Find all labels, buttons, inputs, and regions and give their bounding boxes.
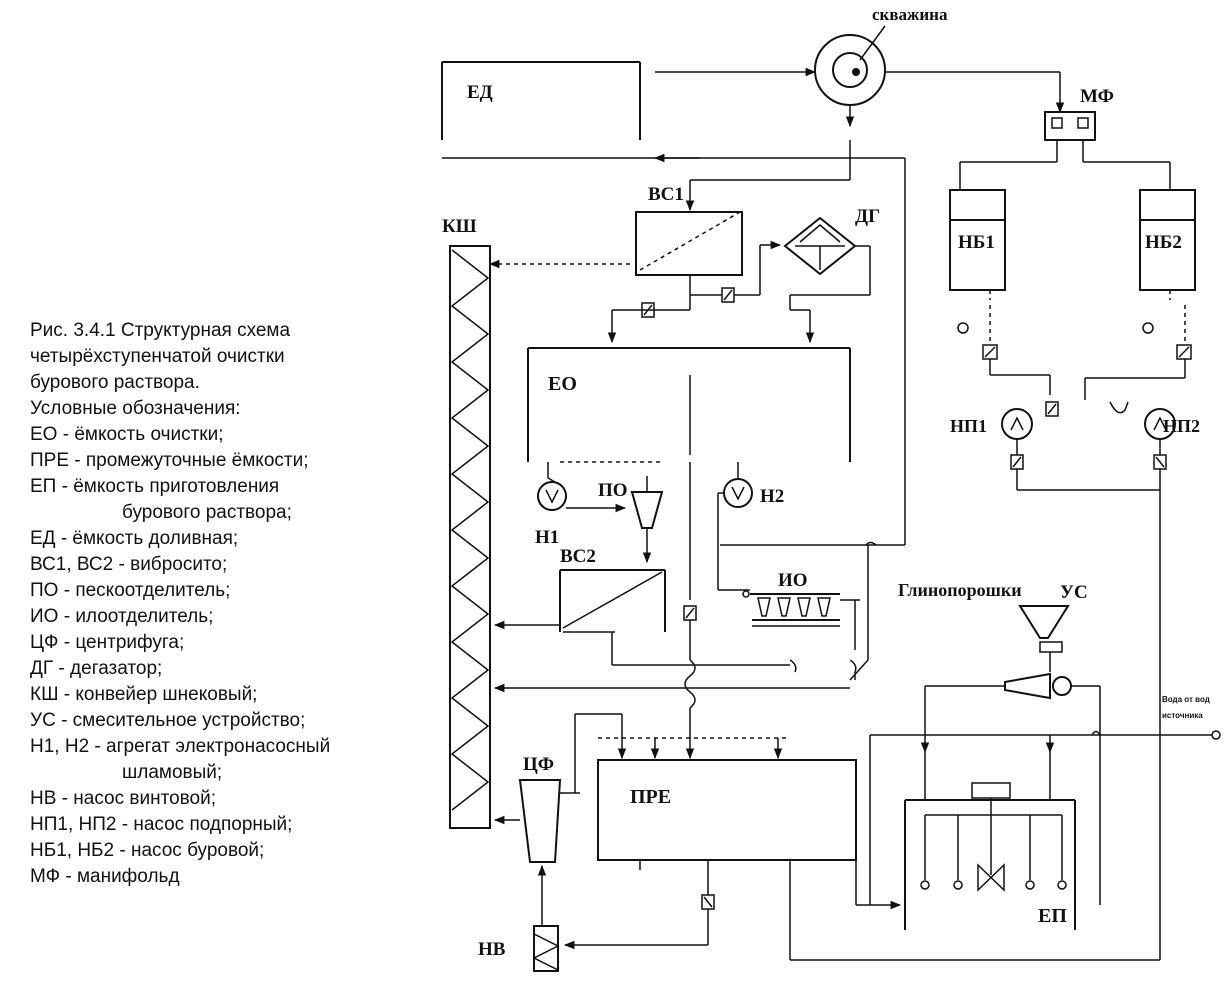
n1-label: Н1 xyxy=(535,527,559,548)
centrifuge xyxy=(518,779,562,863)
vibro-screen-vs2 xyxy=(559,569,666,633)
np1-label: НП1 xyxy=(950,416,987,436)
legend-item: НБ1, НБ2 - насос буровой; xyxy=(30,840,265,861)
legend-item: КШ - конвейер шнековый; xyxy=(30,684,258,705)
caption-line: бурового раствора. xyxy=(30,372,200,393)
mud-pump-nb2 xyxy=(1139,189,1196,291)
sand-separator xyxy=(630,476,664,529)
screw-conveyor xyxy=(449,245,491,829)
io-label: ИО xyxy=(778,570,808,591)
legend: Рис. 3.4.1 Структурная схема четырёхступе… xyxy=(30,318,430,890)
us-label: УС xyxy=(1060,582,1088,603)
legend-item: ПО - пескоотделитель; xyxy=(30,580,231,601)
vs2-label: ВС2 xyxy=(560,546,596,567)
manifold xyxy=(1044,111,1096,141)
desilter xyxy=(750,593,840,627)
clay-label: Глинопорошки xyxy=(898,580,1022,600)
legend-item: шламовый; xyxy=(122,762,223,783)
gauge-icon xyxy=(1142,322,1154,334)
check-valve-icon xyxy=(1109,401,1129,414)
legend-item: ЕП - ёмкость приготовления xyxy=(30,476,280,497)
legend-item: ЕД - ёмкость доливная; xyxy=(30,528,239,549)
dg-label: ДГ xyxy=(855,206,880,227)
legend-item: МФ - манифольд xyxy=(30,866,180,887)
eo-label: ЕО xyxy=(548,373,577,395)
vibro-screen-vs1 xyxy=(635,211,743,276)
legend-item: ИО - илоотделитель; xyxy=(30,606,214,627)
valve-icon xyxy=(1176,344,1192,360)
ed-tank xyxy=(441,61,641,140)
pre-label: ПРЕ xyxy=(630,786,671,808)
legend-item: НВ - насос винтовой; xyxy=(30,788,216,809)
caption-line: Рис. 3.4.1 Структурная схема xyxy=(30,320,291,341)
slurry-pump-n2 xyxy=(723,478,753,508)
well-symbol xyxy=(814,25,886,106)
np2-label: НП2 xyxy=(1163,416,1200,436)
slurry-pump-n1 xyxy=(537,481,567,511)
water-label-1: Вода от вод xyxy=(1162,695,1210,704)
legend-item: ЕО - ёмкость очистки; xyxy=(30,424,224,445)
ksh-label: КШ xyxy=(442,216,477,237)
nb2-label: НБ2 xyxy=(1145,232,1182,253)
n2-label: Н2 xyxy=(760,486,784,507)
legend-item: Н1, Н2 - агрегат электронасосный xyxy=(30,736,331,757)
nv-label: НВ xyxy=(478,939,506,960)
valve-icon xyxy=(641,302,655,318)
legend-item: ДГ - дегазатор; xyxy=(30,658,163,679)
mixing-device-us xyxy=(1004,672,1072,700)
legend-heading: Условные обозначения: xyxy=(30,398,241,419)
legend-item: НП1, НП2 - насос подпорный; xyxy=(30,814,293,835)
vs1-label: ВС1 xyxy=(648,184,684,205)
ed-label: ЕД xyxy=(467,82,493,103)
mixing-hopper xyxy=(1018,605,1070,653)
nb1-label: НБ1 xyxy=(958,232,995,253)
valve-icon xyxy=(1045,401,1059,417)
water-label-2: источника xyxy=(1162,711,1203,720)
legend-item: ПРЕ - промежуточные ёмкости; xyxy=(30,450,309,471)
legend-item: бурового раствора; xyxy=(122,502,292,523)
legend-item: УС - смесительное устройство; xyxy=(30,710,306,731)
po-label: ПО xyxy=(598,480,628,501)
cf-label: ЦФ xyxy=(523,754,554,775)
legend-item: ЦФ - центрифуга; xyxy=(30,632,185,653)
caption-line: четырёхступенчатой очистки xyxy=(30,346,285,367)
mf-label: МФ xyxy=(1080,86,1114,107)
legend-item: ВС1, ВС2 - вибросито; xyxy=(30,554,228,575)
ep-label: ЕП xyxy=(1038,905,1067,927)
mud-pump-nb1 xyxy=(949,189,1006,291)
booster-pump-np1 xyxy=(1001,408,1033,440)
screw-pump-nv xyxy=(532,925,560,972)
eo-tank xyxy=(527,347,851,462)
ep-tank xyxy=(904,782,1076,930)
degasser xyxy=(783,216,857,276)
pre-tank xyxy=(597,759,857,861)
gauge-icon xyxy=(957,322,969,334)
well-label: скважина xyxy=(872,5,948,24)
